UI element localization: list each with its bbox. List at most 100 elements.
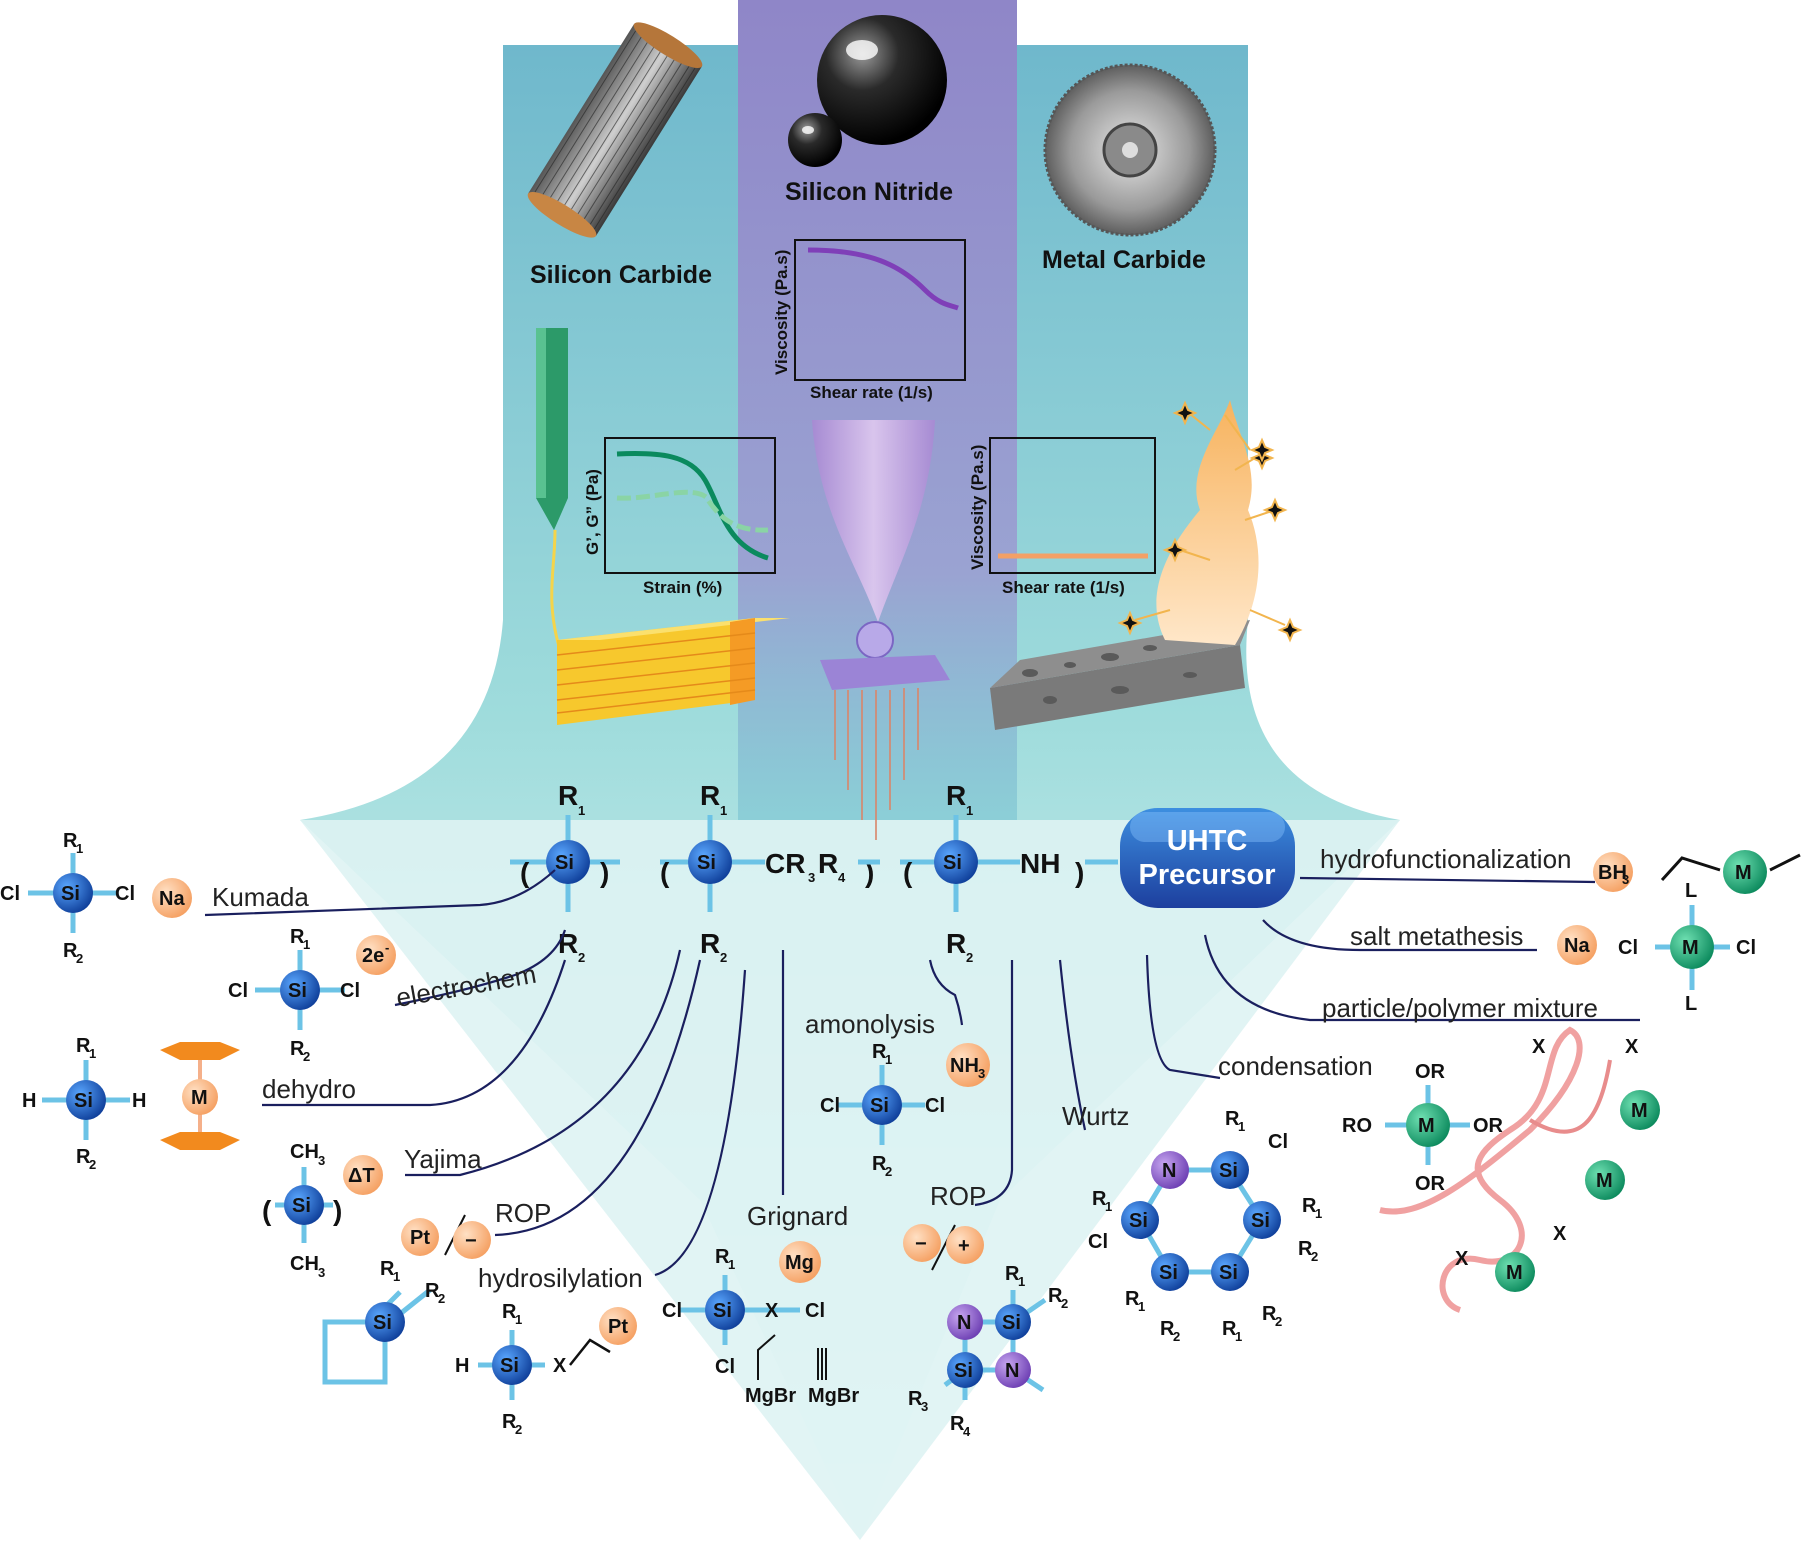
rop-cyclodisilazane-reactant: − + N Si Si N R1 R2 R3 R4 (903, 1224, 1068, 1439)
svg-text:Si: Si (870, 1095, 889, 1117)
svg-text:M: M (1418, 1115, 1435, 1137)
svg-text:Cl: Cl (1088, 1231, 1108, 1253)
svg-text:3: 3 (318, 1265, 325, 1280)
kumada-reactant: Si Cl Cl R1 R2 Na (0, 830, 192, 966)
svg-text:M: M (1631, 1100, 1648, 1122)
svg-text:3: 3 (921, 1399, 928, 1414)
route-grignard: Grignard (747, 1201, 848, 1231)
svg-text:-: - (385, 940, 389, 955)
svg-text:R: R (290, 926, 305, 948)
svg-text:Si: Si (555, 852, 574, 874)
svg-text:R: R (700, 780, 720, 811)
route-amonolysis: amonolysis (805, 1009, 935, 1039)
route-hydrofunctionalization: hydrofunctionalization (1320, 844, 1572, 874)
svg-text:R: R (818, 848, 838, 879)
svg-text:OR: OR (1415, 1173, 1446, 1195)
connector-lines (204, 869, 1640, 1277)
route-yajima: Yajima (404, 1144, 482, 1174)
svg-text:OR: OR (1473, 1115, 1504, 1137)
svg-text:Cl: Cl (340, 980, 360, 1002)
svg-text:3: 3 (978, 1066, 985, 1081)
svg-text:R: R (1262, 1303, 1277, 1325)
svg-text:N: N (957, 1312, 971, 1334)
svg-text:1: 1 (515, 1312, 522, 1327)
route-rop-2: ROP (930, 1181, 986, 1211)
route-rop: ROP (495, 1198, 551, 1228)
svg-text:): ) (600, 857, 609, 888)
svg-text:1: 1 (578, 803, 585, 818)
svg-text:1: 1 (1315, 1206, 1322, 1221)
svg-text:H: H (22, 1090, 36, 1112)
svg-text:2e: 2e (362, 945, 384, 967)
svg-text:R: R (63, 940, 78, 962)
metal-carbide-label: Metal Carbide (1042, 246, 1206, 274)
svg-text:Si: Si (1002, 1312, 1021, 1334)
svg-text:Cl: Cl (0, 883, 20, 905)
silicon-nitride-label: Silicon Nitride (785, 178, 953, 206)
svg-text:Pt: Pt (608, 1316, 628, 1338)
svg-text:Mg: Mg (785, 1252, 814, 1274)
svg-text:CH: CH (290, 1141, 319, 1163)
uhtc-precursor-badge: UHTC Precursor (1120, 808, 1295, 908)
svg-text:N: N (1005, 1360, 1019, 1382)
svg-text:1: 1 (1105, 1199, 1112, 1214)
svg-text:Si: Si (500, 1355, 519, 1377)
svg-text:Cl: Cl (115, 883, 135, 905)
svg-text:Si: Si (1219, 1262, 1238, 1284)
svg-text:(: ( (520, 857, 530, 888)
svg-text:2: 2 (578, 950, 585, 965)
svg-text:1: 1 (303, 937, 310, 952)
svg-text:Si: Si (1159, 1262, 1178, 1284)
svg-text:Si: Si (288, 980, 307, 1002)
svg-text:+: + (958, 1235, 970, 1257)
svg-text:Si: Si (1251, 1210, 1270, 1232)
svg-text:X: X (1625, 1036, 1639, 1058)
svg-text:Shear rate (1/s): Shear rate (1/s) (1002, 578, 1125, 597)
svg-text:Si: Si (74, 1090, 93, 1112)
svg-text:CH: CH (290, 1253, 319, 1275)
route-wurtz: Wurtz (1062, 1101, 1129, 1131)
grignard-reactant: Si Cl X Cl R1 Cl Mg MgBr MgBr (662, 1241, 859, 1407)
svg-text:2: 2 (515, 1422, 522, 1437)
svg-text:(: ( (660, 857, 670, 888)
svg-text:Cl: Cl (925, 1095, 945, 1117)
svg-text:L: L (1685, 993, 1697, 1015)
svg-text:2: 2 (1311, 1249, 1318, 1264)
svg-text:UHTC: UHTC (1167, 825, 1248, 857)
svg-text:M: M (1682, 937, 1699, 959)
printed-lattice-block (556, 618, 790, 725)
svg-text:Cl: Cl (820, 1095, 840, 1117)
svg-text:X: X (1532, 1036, 1546, 1058)
svg-text:): ) (865, 857, 874, 888)
svg-text:R: R (700, 928, 720, 959)
svg-text:R: R (1160, 1318, 1175, 1340)
hydrofunctionalization-reactant: BH3 M (1593, 850, 1801, 894)
svg-text:R: R (1225, 1108, 1240, 1130)
svg-text:Viscosity (Pa.s): Viscosity (Pa.s) (772, 250, 791, 375)
svg-text:OR: OR (1415, 1061, 1446, 1083)
svg-text:2: 2 (966, 950, 973, 965)
nitride-ball-small-icon (788, 113, 842, 167)
svg-text:2: 2 (1061, 1296, 1068, 1311)
svg-text:3: 3 (1622, 872, 1629, 887)
svg-text:Cl: Cl (715, 1356, 735, 1378)
svg-text:4: 4 (838, 870, 846, 885)
svg-text:1: 1 (393, 1269, 400, 1284)
svg-text:R: R (946, 928, 966, 959)
svg-text:−: − (465, 1230, 477, 1252)
hydrosilylation-reactant: Si H R1 R2 X Pt (455, 1301, 637, 1437)
svg-text:Si: Si (292, 1195, 311, 1217)
metal-alkoxide-reactant: M RO OR OR OR (1342, 1061, 1504, 1195)
svg-text:Si: Si (713, 1300, 732, 1322)
svg-text:): ) (1075, 857, 1084, 888)
svg-text:1: 1 (1238, 1119, 1245, 1134)
svg-text:2: 2 (89, 1157, 96, 1172)
svg-text:Si: Si (1219, 1160, 1238, 1182)
route-hydrosilylation: hydrosilylation (478, 1263, 643, 1293)
svg-text:Viscosity (Pa.s): Viscosity (Pa.s) (968, 445, 987, 570)
svg-text:NH: NH (1020, 848, 1060, 879)
polymer-particle-mixture: M M M X X X X (1379, 1026, 1660, 1313)
